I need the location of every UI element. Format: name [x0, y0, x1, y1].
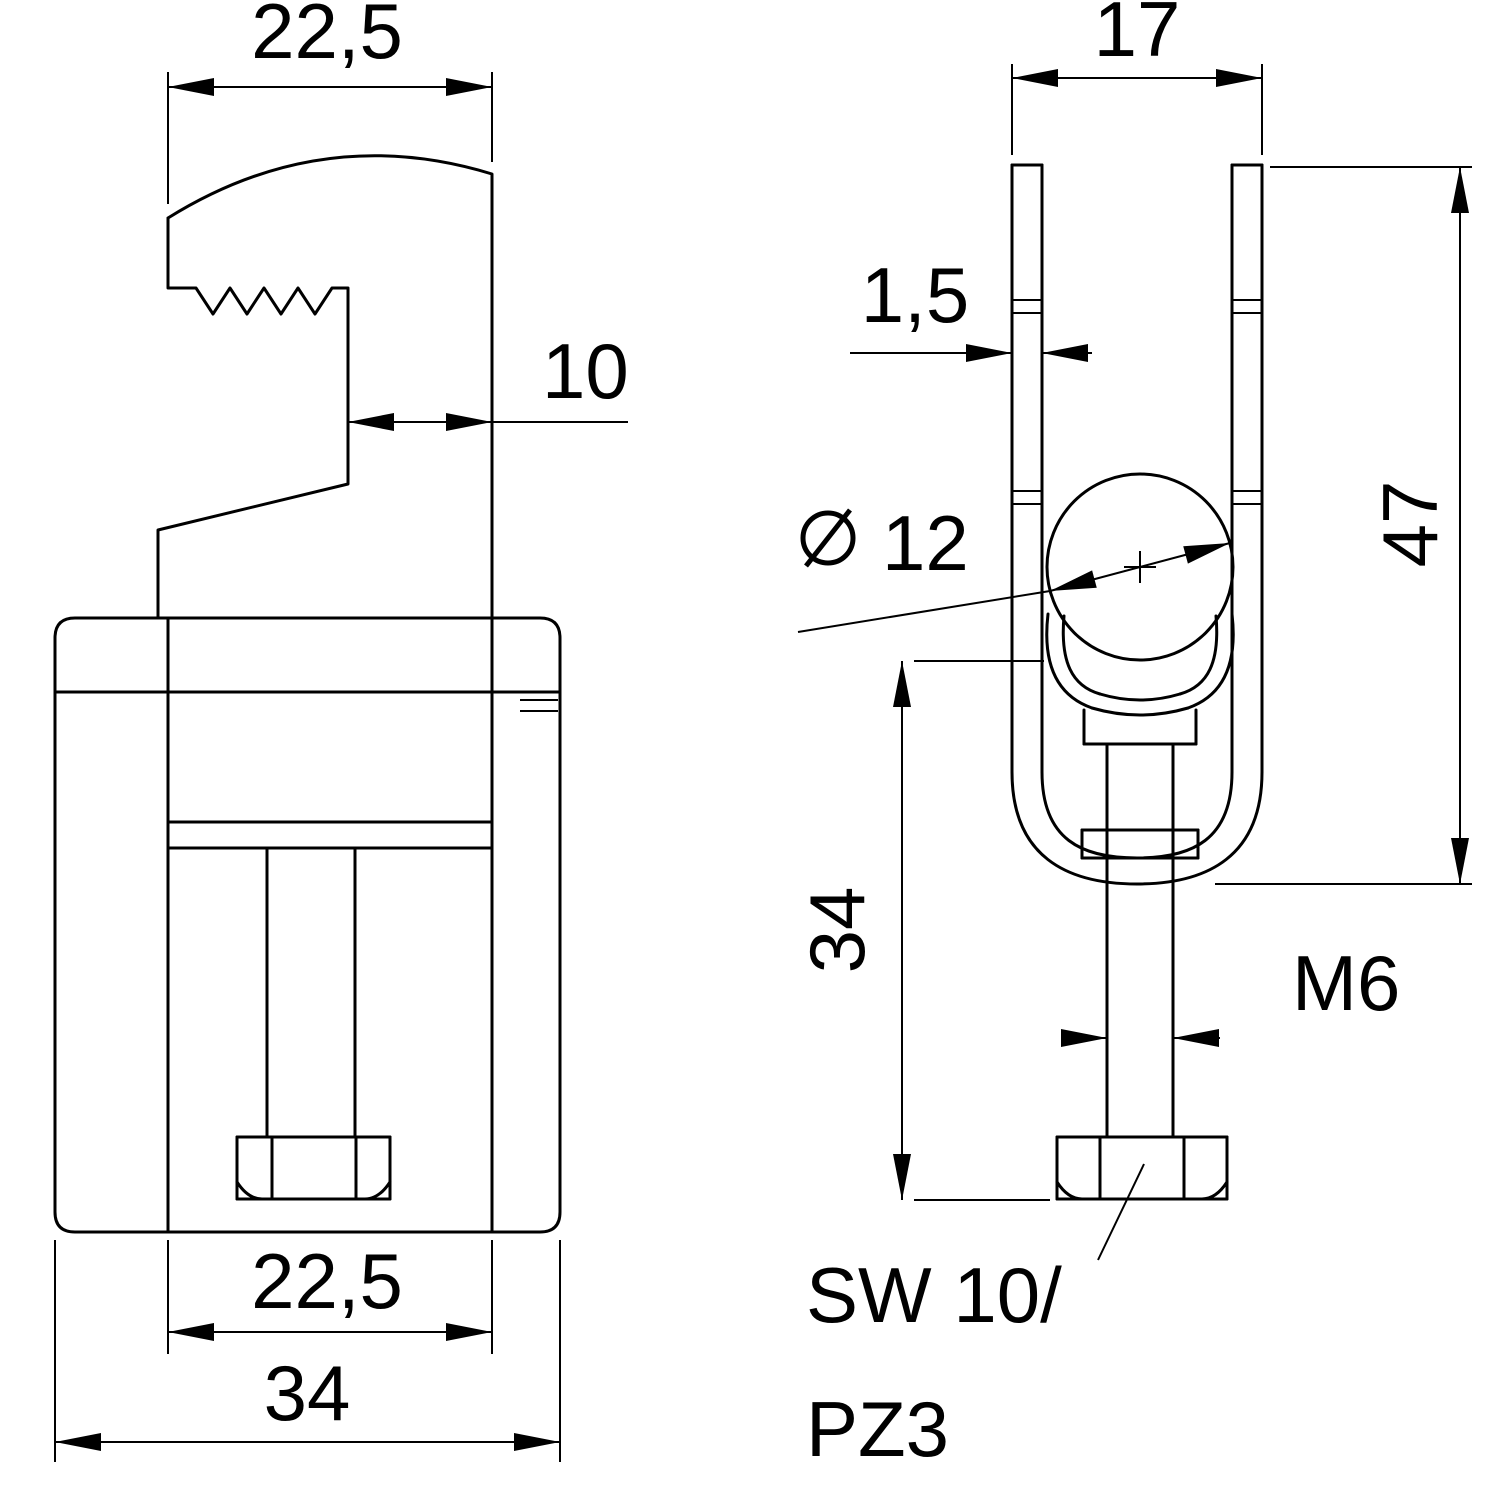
dim-text: 34	[793, 887, 881, 974]
saddle	[1045, 612, 1235, 746]
side-view: 22,5 10 22,5 34	[53, 0, 629, 1462]
arrowhead	[966, 344, 1012, 362]
leader-line	[1097, 1163, 1145, 1261]
guide-plate	[1080, 828, 1200, 860]
arrowhead	[1042, 344, 1088, 362]
u-bottom-inner	[1040, 770, 1234, 860]
arrowhead	[1451, 167, 1469, 213]
head-chamfer	[1200, 1180, 1229, 1201]
dim-throat: 10	[348, 327, 629, 431]
hex-bolt-head	[1055, 1135, 1229, 1201]
dim-text: 10	[542, 327, 629, 415]
arrowhead	[893, 1154, 911, 1200]
arrowhead	[1216, 69, 1262, 87]
arrowhead	[446, 413, 492, 431]
dim-width-top: 22,5	[167, 0, 493, 204]
leader-line	[797, 590, 1051, 633]
dim-text: 12	[882, 499, 969, 587]
front-view: 17 1,5 12 47	[793, 0, 1472, 1473]
arrowhead	[55, 1433, 101, 1451]
saddle-trough-inner	[1098, 692, 1182, 702]
dim-overall-width: 34	[54, 1240, 561, 1462]
dim-height-47: 47	[1215, 166, 1472, 885]
arrowhead	[1061, 1029, 1107, 1047]
body-outline	[53, 616, 562, 1234]
dim-text: 22,5	[251, 0, 403, 75]
arrowhead	[446, 1323, 492, 1341]
nut-chamfer	[235, 1180, 264, 1201]
drive-label-line2: PZ3	[806, 1385, 949, 1473]
dim-text: 34	[264, 1349, 351, 1437]
arrowhead	[1183, 534, 1233, 564]
dim-wall-thickness: 1,5	[850, 251, 1092, 362]
diameter-symbol-slash	[804, 508, 852, 568]
arrowhead	[514, 1433, 560, 1451]
label-drive: SW 10/ PZ3	[806, 1163, 1145, 1473]
dim-text: M6	[1292, 939, 1400, 1027]
arrowhead	[348, 413, 394, 431]
arrowhead	[1451, 838, 1469, 884]
arrowhead	[1173, 1029, 1219, 1047]
head-chamfer	[1055, 1180, 1084, 1201]
dim-text: 47	[1366, 481, 1454, 568]
u-bottom-outer	[1010, 770, 1264, 886]
clamp-profile	[156, 154, 494, 620]
arrowhead	[168, 78, 214, 96]
arrowhead	[446, 78, 492, 96]
dim-thread-m6: M6	[1061, 939, 1400, 1047]
saddle-wing-right-outer	[1186, 612, 1235, 710]
dim-text: 22,5	[251, 1237, 403, 1325]
cable-circle	[1045, 472, 1235, 662]
arrowhead	[168, 1323, 214, 1341]
arrowhead	[1047, 570, 1097, 600]
saddle-wing-left-outer	[1045, 612, 1094, 710]
dim-text: 17	[1094, 0, 1181, 73]
dim-height-34: 34	[793, 660, 1050, 1201]
hex-nut	[235, 1135, 392, 1201]
saddle-wing-left-inner	[1061, 614, 1102, 696]
diameter-symbol	[800, 510, 856, 566]
nut-chamfer	[363, 1180, 392, 1201]
dim-width-17: 17	[1011, 0, 1263, 155]
drive-label-line1: SW 10/	[806, 1251, 1062, 1339]
u-bracket	[1010, 163, 1264, 886]
saddle-trough-outer	[1090, 706, 1190, 717]
dim-text: 1,5	[861, 251, 969, 339]
saddle-wing-right-inner	[1178, 614, 1219, 696]
arrowhead	[1012, 69, 1058, 87]
dim-width-bottom: 22,5	[167, 1237, 493, 1354]
dim-cable-diameter: 12	[797, 499, 1233, 633]
arrowhead	[893, 661, 911, 707]
